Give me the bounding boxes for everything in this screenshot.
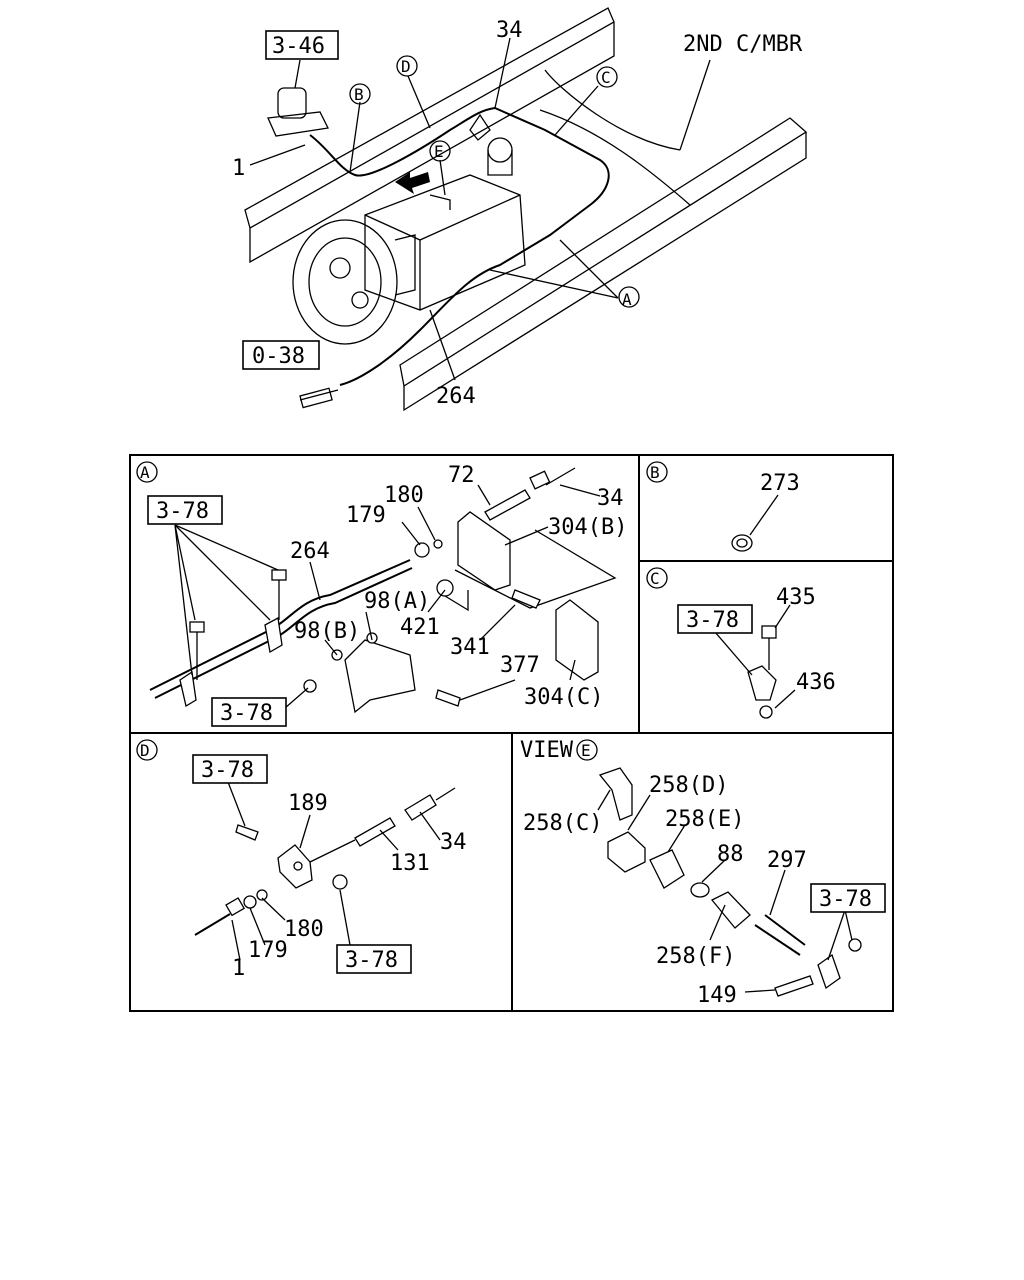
ref-3-78-c: 3-78 (686, 608, 739, 633)
label-131-d: 131 (390, 851, 430, 876)
label-421-a: 421 (400, 615, 440, 640)
label-258e-e: 258(E) (665, 807, 744, 832)
label-435-c: 435 (776, 585, 816, 610)
label-297-e: 297 (767, 848, 807, 873)
label-88-e: 88 (717, 842, 744, 867)
label-436-c: 436 (796, 670, 836, 695)
label-273-b: 273 (760, 471, 800, 496)
overview-labels: 3-46 0-38 34 1 264 2ND C/MBR A B C D E (232, 18, 803, 409)
label-258c-e: 258(C) (523, 811, 602, 836)
ref-box-3-78-a-top (147, 495, 223, 525)
panel-d-title: D (140, 741, 150, 760)
label-34: 34 (496, 18, 523, 43)
ref-3-78-d-bottom: 3-78 (345, 948, 398, 973)
callout-a-circle (618, 286, 640, 308)
label-1: 1 (232, 156, 245, 181)
callout-b: B (354, 85, 364, 104)
callout-c: C (601, 68, 611, 87)
label-304c-a: 304(C) (524, 685, 603, 710)
panel-e: VIEW E 3-78 258(D) 258(C) 258( (520, 738, 886, 1008)
label-258d-e: 258(D) (649, 773, 728, 798)
callout-e-circle (429, 140, 451, 162)
ref-3-78-a-top: 3-78 (156, 499, 209, 524)
ref-box-3-78-e (810, 883, 886, 913)
panel-c: C 3-78 435 436 (646, 567, 836, 719)
panel-e-title: E (581, 741, 591, 760)
label-179-d: 179 (248, 938, 288, 963)
label-34-d: 34 (440, 830, 467, 855)
label-34-a: 34 (597, 486, 624, 511)
member-label: 2ND C/MBR (683, 32, 803, 57)
callout-d-circle (396, 55, 418, 77)
ref-box-3-46 (265, 30, 339, 60)
view-label: VIEW (520, 738, 574, 763)
label-341-a: 341 (450, 635, 490, 660)
panel-d: D 3-78 3-78 189 34 131 180 179 (136, 739, 467, 981)
label-1-d: 1 (232, 956, 245, 981)
callout-c-circle (596, 66, 618, 88)
label-258f-e: 258(F) (656, 944, 735, 969)
ref-3-78-e: 3-78 (819, 887, 872, 912)
callout-d: D (401, 57, 411, 76)
label-264: 264 (436, 384, 476, 409)
panel-a: A (136, 461, 627, 727)
ref-3-78-a-bottom: 3-78 (220, 701, 273, 726)
label-377-a: 377 (500, 653, 540, 678)
label-180-a: 180 (384, 483, 424, 508)
label-189-d: 189 (288, 791, 328, 816)
overview-illustration (244, 7, 808, 412)
ref-box-3-78-a-bottom (211, 697, 287, 727)
label-304b-a: 304(B) (548, 515, 627, 540)
label-149-e: 149 (697, 983, 737, 1008)
label-264-a: 264 (290, 539, 330, 564)
ref-box-0-38 (242, 340, 320, 370)
ref-box-3-78-c (677, 604, 753, 634)
callout-a: A (622, 290, 632, 309)
callout-b-circle (349, 83, 371, 105)
panel-c-title: C (650, 569, 660, 588)
panel-b-title: B (650, 463, 660, 482)
label-98a-a: 98(A) (364, 589, 430, 614)
ref-box-3-78-d-top (192, 754, 268, 784)
label-180-d: 180 (284, 917, 324, 942)
ref-0-38: 0-38 (252, 344, 305, 369)
callout-e: E (434, 142, 444, 161)
ref-3-46: 3-46 (272, 34, 325, 59)
ref-3-78-d-top: 3-78 (201, 758, 254, 783)
panel-b: B 273 (646, 461, 800, 552)
detail-frames (129, 454, 894, 1012)
label-179-a: 179 (346, 503, 386, 528)
ref-box-3-78-d-bottom (336, 944, 412, 974)
panel-a-title: A (140, 463, 150, 482)
label-72-a: 72 (448, 463, 475, 488)
label-98b-a: 98(B) (294, 619, 360, 644)
